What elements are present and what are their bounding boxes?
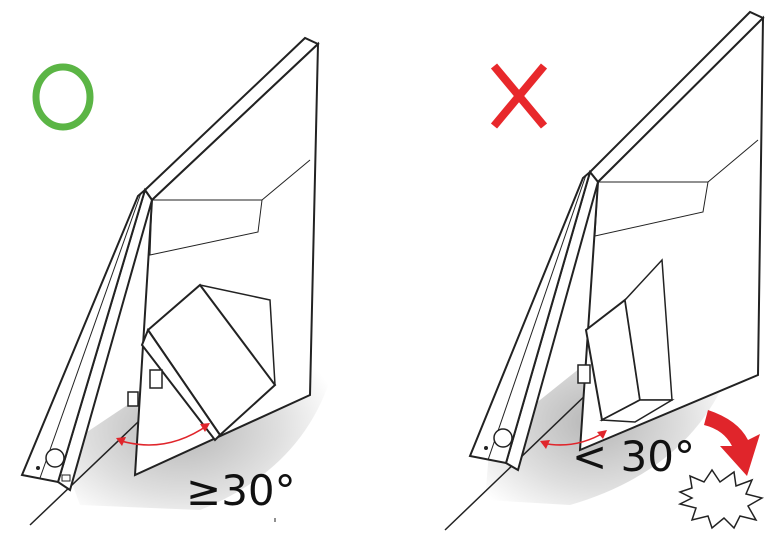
- cross-icon: [488, 62, 550, 130]
- monitor-illustration-wrong: [444, 10, 765, 531]
- angle-label-correct: ≥30°: [186, 466, 296, 515]
- curved-arrow-icon: [704, 410, 760, 476]
- impact-burst-icon: [677, 468, 764, 530]
- panel-wrong: < 30°: [390, 0, 779, 533]
- power-button-icon: [45, 448, 65, 468]
- angle-label-wrong: < 30°: [572, 432, 695, 481]
- ok-circle-icon: [30, 62, 96, 132]
- power-button-icon: [493, 428, 513, 448]
- monitor-illustration-correct: [20, 36, 330, 526]
- angle-arc: [117, 424, 209, 446]
- monitor-front: [468, 169, 592, 465]
- panel-correct: ≥30°: [20, 36, 330, 526]
- monitor-front: [20, 187, 147, 484]
